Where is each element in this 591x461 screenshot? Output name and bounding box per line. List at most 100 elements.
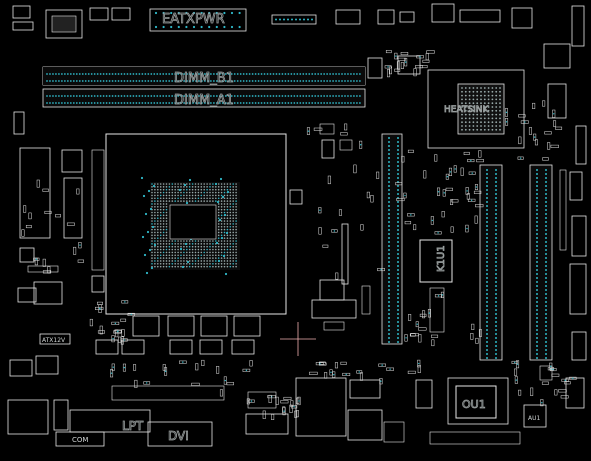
passive-component[interactable] [98, 304, 102, 313]
pcie-slot-left[interactable] [381, 133, 403, 345]
passive-component[interactable] [378, 363, 386, 367]
pcie-slot-mid[interactable] [479, 164, 503, 361]
passive-component[interactable] [110, 369, 114, 378]
passive-component[interactable] [179, 360, 187, 364]
passive-component[interactable] [441, 211, 445, 218]
passive-component[interactable] [471, 323, 475, 330]
passive-component[interactable] [370, 195, 374, 203]
passive-component[interactable] [191, 382, 200, 386]
passive-component[interactable] [134, 379, 138, 388]
passive-component[interactable] [394, 52, 398, 60]
passive-component[interactable] [25, 225, 32, 229]
passive-component[interactable] [324, 372, 328, 379]
passive-component[interactable] [547, 367, 555, 371]
passive-component[interactable] [385, 50, 392, 54]
passive-component[interactable] [297, 396, 301, 406]
passive-component[interactable] [313, 127, 323, 131]
passive-component[interactable] [468, 171, 476, 175]
passive-component[interactable] [387, 69, 391, 78]
passive-component[interactable] [396, 198, 405, 202]
passive-component[interactable] [97, 330, 105, 334]
passive-component[interactable] [426, 50, 435, 54]
passive-component[interactable] [434, 294, 443, 298]
passive-component[interactable] [223, 376, 227, 385]
passive-component[interactable] [342, 372, 351, 376]
passive-component[interactable] [242, 368, 251, 372]
passive-component[interactable] [467, 198, 476, 202]
passive-component[interactable] [295, 410, 299, 418]
passive-component[interactable] [111, 363, 115, 371]
passive-component[interactable] [549, 362, 553, 370]
passive-component[interactable] [505, 118, 509, 126]
passive-component[interactable] [554, 389, 558, 396]
passive-component[interactable] [195, 363, 199, 371]
passive-component[interactable] [478, 150, 482, 158]
left-vrm-area[interactable]: ATX12V [9, 111, 105, 377]
passive-component[interactable] [121, 329, 125, 337]
passive-component[interactable] [540, 399, 544, 407]
dimm-slot-b1[interactable]: DIMM_B1 [42, 66, 366, 86]
top-right-components[interactable] [397, 3, 587, 361]
passive-component[interactable] [534, 139, 538, 146]
passive-component[interactable] [133, 364, 137, 371]
passive-component[interactable] [379, 378, 383, 385]
passive-component[interactable] [445, 173, 449, 180]
passive-component[interactable] [309, 371, 318, 375]
passive-component[interactable] [520, 120, 529, 124]
passive-component[interactable] [226, 382, 234, 386]
passive-component[interactable] [413, 224, 417, 231]
passive-component[interactable] [547, 142, 551, 150]
passive-component[interactable] [564, 381, 571, 385]
passive-component[interactable] [558, 389, 567, 393]
passive-component[interactable] [89, 318, 93, 327]
passive-component[interactable] [467, 159, 475, 163]
passive-component[interactable] [77, 259, 84, 263]
passive-component[interactable] [356, 370, 363, 374]
passive-component[interactable] [416, 55, 424, 59]
passive-component[interactable] [550, 144, 559, 148]
passive-component[interactable] [422, 310, 426, 319]
passive-component[interactable] [332, 371, 336, 378]
passive-component[interactable] [418, 327, 427, 331]
passive-component[interactable] [542, 157, 549, 161]
passive-component[interactable] [275, 396, 279, 405]
passive-component[interactable] [404, 334, 408, 342]
passive-component[interactable] [544, 131, 552, 135]
passive-component[interactable] [434, 154, 438, 162]
passive-component[interactable] [470, 333, 474, 340]
passive-component[interactable] [518, 136, 522, 145]
passive-component[interactable] [427, 309, 431, 318]
passive-component[interactable] [55, 214, 61, 218]
passive-component[interactable] [114, 329, 122, 333]
top-left-header[interactable] [12, 5, 131, 39]
passive-component[interactable] [384, 65, 392, 69]
passive-component[interactable] [448, 167, 452, 176]
passive-component[interactable] [282, 407, 286, 416]
passive-component[interactable] [450, 226, 454, 233]
passive-component[interactable] [331, 229, 338, 233]
passive-component[interactable] [294, 410, 298, 418]
passive-component[interactable] [248, 399, 255, 403]
chip-k1u1[interactable]: K1U1 [419, 239, 453, 333]
passive-component[interactable] [95, 306, 104, 310]
passive-component[interactable] [162, 364, 166, 371]
passive-component[interactable] [28, 212, 32, 220]
passive-component[interactable] [474, 184, 478, 190]
dimm-slot-a1[interactable]: DIMM_A1 [42, 88, 366, 108]
passive-component[interactable] [271, 414, 275, 420]
passive-component[interactable] [552, 109, 556, 118]
passive-component[interactable] [423, 170, 427, 179]
passive-component[interactable] [315, 362, 324, 366]
passive-component[interactable] [344, 123, 348, 131]
bottom-io-left[interactable]: COM [7, 399, 105, 447]
center-components[interactable] [289, 57, 383, 331]
passive-component[interactable] [216, 366, 220, 374]
eatxpwr-connector[interactable]: EATXPWR [149, 8, 247, 32]
passive-component[interactable] [549, 368, 557, 372]
cpu-socket[interactable] [91, 133, 287, 315]
passive-component[interactable] [111, 321, 120, 325]
passive-component[interactable] [122, 363, 126, 372]
passive-component[interactable] [36, 179, 40, 188]
passive-component[interactable] [76, 188, 80, 195]
passive-component[interactable] [291, 405, 298, 409]
